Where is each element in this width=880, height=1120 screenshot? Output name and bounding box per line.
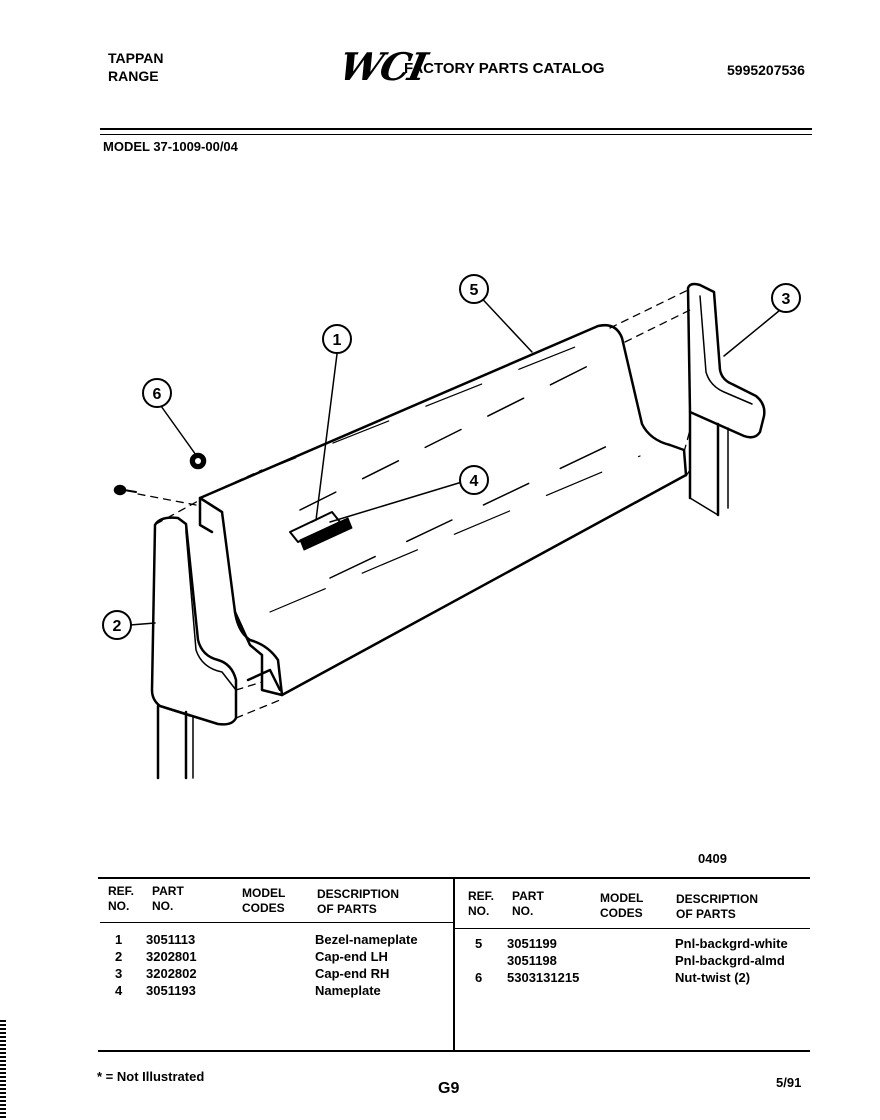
header-underline-left <box>100 922 453 923</box>
catalog-title: FACTORY PARTS CATALOG <box>404 60 605 77</box>
callout-circles <box>102 274 801 640</box>
screw <box>113 484 137 496</box>
figure-code: 0409 <box>698 851 727 866</box>
callout-3: 3 <box>782 291 791 308</box>
callout-6: 6 <box>153 386 162 403</box>
table-rule-top <box>98 877 810 879</box>
part-no: 3051193 <box>146 983 196 998</box>
callout-1: 1 <box>333 332 342 349</box>
table-row: 3051198 Pnl-backgrd-almd <box>0 953 860 970</box>
part-no: 5303131215 <box>507 970 580 985</box>
header-rule-top <box>100 128 812 130</box>
part-no: 3202801 <box>146 949 197 964</box>
revision-date: 5/91 <box>776 1075 802 1090</box>
table-row: 5 3051199 Pnl-backgrd-white <box>0 936 860 953</box>
table-row: 3 3202802 Cap-end RH <box>0 966 450 983</box>
brand-line-1: TAPPAN <box>108 50 164 66</box>
alignment-lines <box>137 289 691 719</box>
callout-2: 2 <box>113 618 122 635</box>
header-ref-no-right: REF.NO. <box>468 889 495 918</box>
part-no: 3051198 <box>507 953 557 968</box>
leader-lines <box>129 289 786 626</box>
part-description: Cap-end LH <box>315 949 388 964</box>
header-rule-bottom <box>100 134 812 135</box>
catalog-number: 5995207536 <box>727 62 805 78</box>
part-description: Pnl-backgrd-white <box>675 936 788 951</box>
part-description: Pnl-backgrd-almd <box>675 953 785 968</box>
part-description: Bezel-nameplate <box>315 932 418 947</box>
part-no: 3202802 <box>146 966 197 981</box>
ref-no: 1 <box>115 932 123 947</box>
ref-no: 4 <box>115 983 123 998</box>
callout-4: 4 <box>470 473 479 490</box>
header-ref-no-left: REF.NO. <box>108 884 135 913</box>
part-description: Nameplate <box>315 983 381 998</box>
table-row: 1 3051113 Bezel-nameplate <box>0 932 450 949</box>
table-row: 4 3051193 Nameplate <box>0 983 450 1000</box>
brand-line-2: RANGE <box>108 68 159 84</box>
model-number: MODEL 37-1009-00/04 <box>103 139 238 154</box>
scan-edge-artifact <box>0 1020 6 1120</box>
ref-no: 2 <box>115 949 123 964</box>
part-no: 3051199 <box>507 936 557 951</box>
end-cap-right <box>686 282 766 517</box>
table-divider <box>453 879 455 1052</box>
end-cap-left <box>150 516 238 780</box>
not-illustrated-note: * = Not Illustrated <box>97 1069 205 1084</box>
table-row: 6 5303131215 Nut-twist (2) <box>0 970 860 987</box>
table-row: 2 3202801 Cap-end LH <box>0 949 450 966</box>
exploded-parts-diagram: 1 2 3 4 5 6 <box>102 274 801 780</box>
header-underline-right <box>455 928 810 929</box>
part-description: Nut-twist (2) <box>675 970 751 985</box>
ref-no: 3 <box>115 966 123 981</box>
table-rule-bottom <box>98 1050 810 1052</box>
nameplate-assembly <box>289 511 353 551</box>
ref-no: 6 <box>475 970 483 985</box>
part-description: Cap-end RH <box>315 966 390 981</box>
callout-5: 5 <box>470 282 479 299</box>
part-no: 3051113 <box>146 932 196 947</box>
backguard-panel <box>198 324 688 697</box>
page-code: G9 <box>438 1080 460 1097</box>
ref-no: 5 <box>475 936 483 951</box>
